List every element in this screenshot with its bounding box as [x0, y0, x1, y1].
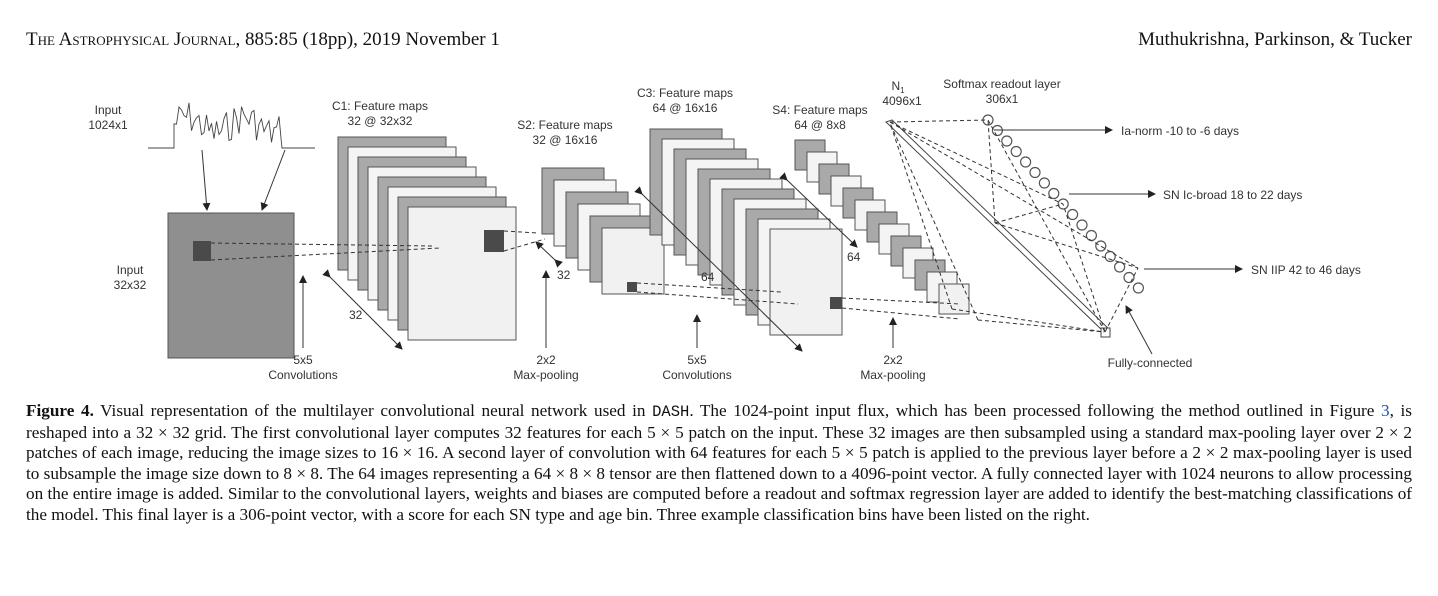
fc-connection-2	[889, 121, 1064, 205]
connections	[148, 102, 1243, 355]
softmax-neuron-6	[1029, 166, 1041, 179]
projection-c1-s2-2	[503, 238, 546, 252]
dim-label-64-c3: 64	[701, 270, 715, 284]
fc-connection-6	[994, 222, 1139, 269]
softmax-neuron-4	[1010, 145, 1022, 158]
figure-3-link[interactable]: 3	[1381, 401, 1390, 420]
softmax-neuron-13	[1095, 240, 1107, 252]
projection-input-c1-2	[210, 247, 441, 261]
fc-connection-1	[889, 119, 989, 123]
projection-s4-n1-2	[889, 122, 979, 321]
journal-name: The Astrophysical Journal	[26, 29, 236, 50]
output-label-ic-broad: SN Ic-broad 18 to 22 days	[1163, 188, 1302, 202]
projection-c3-s4-2	[841, 307, 961, 320]
fc-connection-5	[994, 203, 1064, 224]
dash-code-name: DASH	[652, 403, 690, 421]
dim-label-32-c1: 32	[349, 308, 363, 322]
projection-c3-s4-1	[841, 297, 961, 305]
fc-connection-4	[987, 119, 996, 224]
dim-arrow-s2	[535, 241, 563, 268]
softmax-neuron-15	[1113, 261, 1126, 273]
c1-map-8	[407, 206, 517, 341]
fc-connection-8	[1062, 203, 1106, 333]
input-flux-waveform	[148, 102, 315, 149]
s2-patch	[627, 282, 637, 292]
projection-s4-n1-1	[889, 122, 953, 310]
running-header-authors: Muthukrishna, Parkinson, & Tucker	[1138, 29, 1412, 50]
softmax-neuron-5	[1019, 156, 1032, 168]
caption-text-3: , is reshaped into a 32 × 32 grid. The f…	[26, 401, 1413, 524]
softmax-neuron-3	[1001, 135, 1013, 147]
dim-label-64-s4: 64	[847, 250, 861, 264]
fully-connected-label: Fully-connected	[1108, 356, 1193, 370]
softmax-neuron-12	[1085, 229, 1098, 242]
dim-label-32-s2: 32	[557, 268, 571, 282]
fc-connection-3	[889, 121, 1139, 269]
softmax-neuron-11	[1076, 219, 1088, 231]
output-label-iip: SN IIP 42 to 46 days	[1251, 263, 1361, 277]
c3-patch	[830, 297, 842, 309]
dim-arrow-s4	[779, 172, 858, 248]
c3-map-11	[769, 228, 843, 336]
softmax-neuron-16	[1123, 271, 1135, 284]
n1-vector-bar	[885, 119, 1111, 333]
softmax-neuron-8	[1048, 187, 1060, 200]
caption-text-1: Visual representation of the multilayer …	[93, 401, 653, 420]
fc-connection-7	[987, 119, 1106, 333]
projection-c1-s2-1	[503, 230, 539, 234]
arrow-fully-connected	[1125, 305, 1153, 355]
softmax-neuron-14	[1104, 250, 1116, 263]
figure-number: Figure 4.	[26, 401, 94, 420]
input-patch	[193, 241, 211, 261]
softmax-neuron-17	[1132, 282, 1145, 294]
running-header-left: The Astrophysical Journal, 885:85 (18pp)…	[26, 29, 500, 51]
caption-text-2: . The 1024-point input flux, which has b…	[689, 401, 1382, 420]
fc-connection-9	[1104, 267, 1139, 333]
softmax-neuron-10	[1066, 208, 1079, 221]
arrow-waveform-to-grid-1	[201, 149, 211, 211]
n1-end-node	[1100, 327, 1111, 338]
arrow-waveform-to-grid-2	[260, 149, 286, 211]
projection-input-c1-1	[210, 242, 433, 247]
dim-arrow-c1	[322, 269, 403, 350]
input-grid	[167, 212, 295, 359]
projection-s4-n1-3	[951, 308, 1105, 333]
feature-map-stacks	[167, 114, 1145, 359]
softmax-neuron-7	[1038, 177, 1051, 189]
output-label-ia-norm: Ia-norm -10 to -6 days	[1121, 124, 1239, 138]
projection-s4-n1-4	[977, 319, 1105, 333]
figure-caption: Figure 4. Visual representation of the m…	[26, 401, 1412, 526]
dim-arrow-c3	[634, 186, 803, 352]
citation: , 885:85 (18pp), 2019 November 1	[235, 29, 500, 50]
c1-patch	[484, 230, 504, 252]
